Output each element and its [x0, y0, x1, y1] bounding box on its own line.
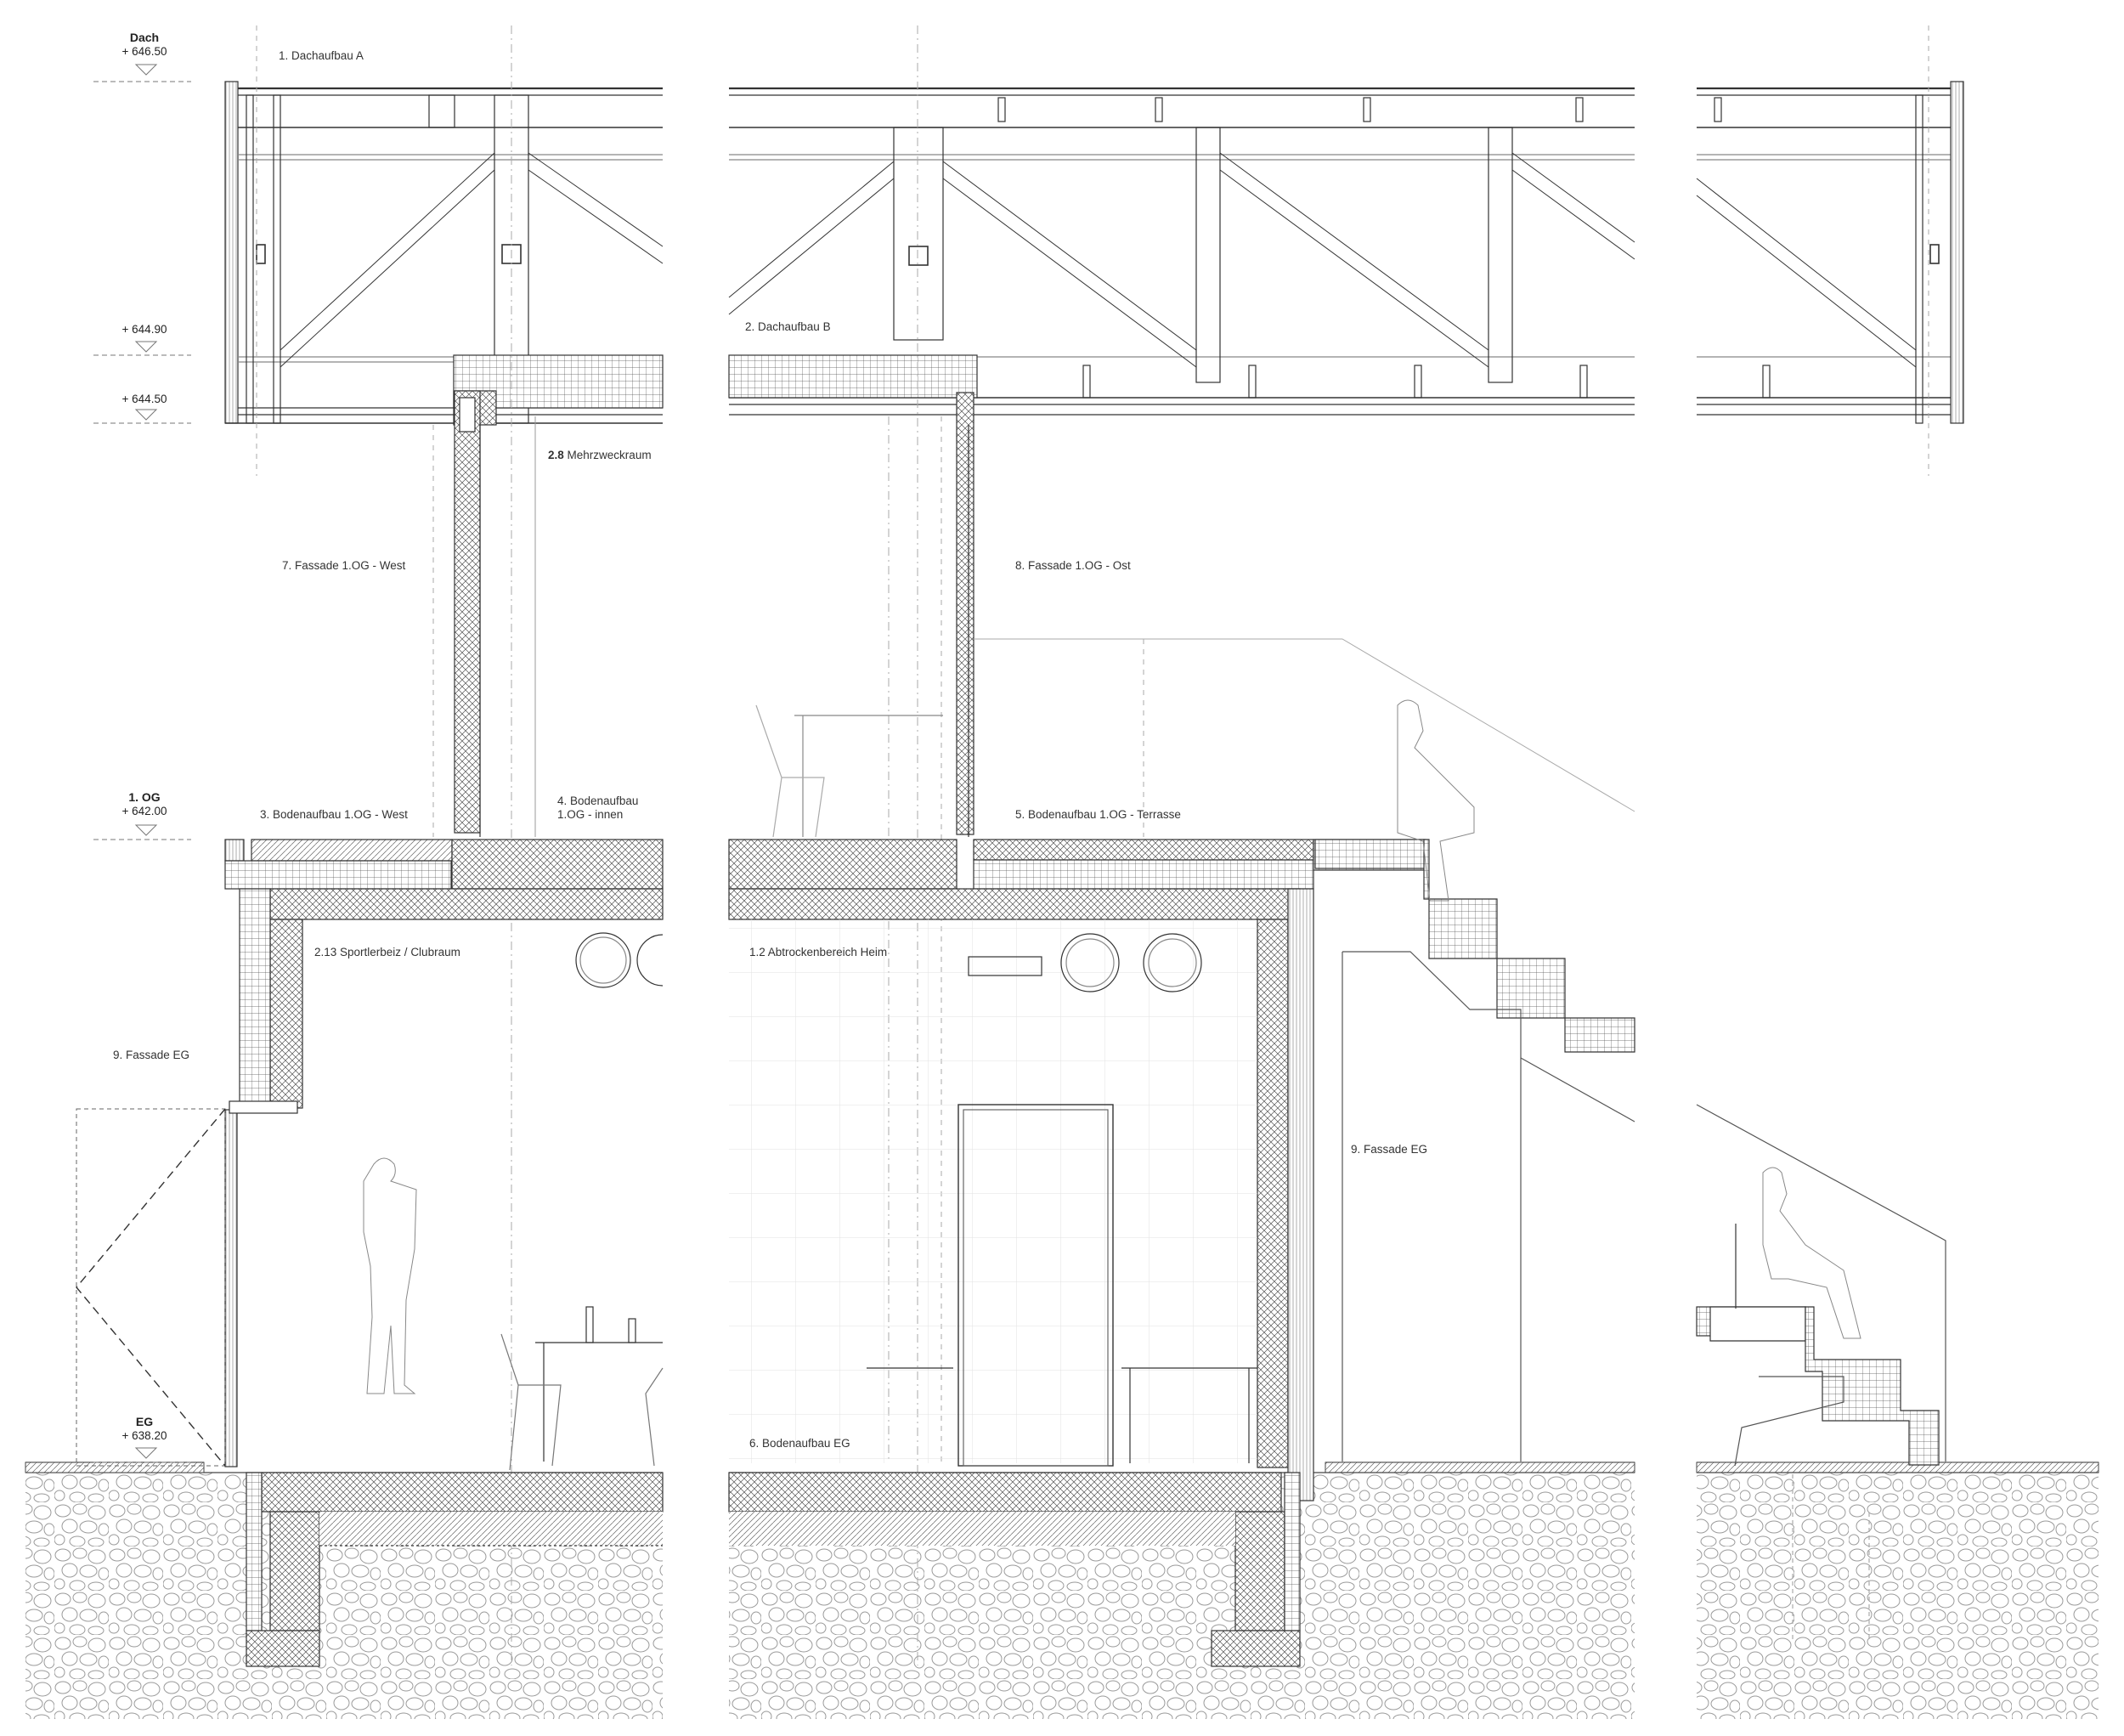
- label-mehrzweckraum: 2.8 Mehrzweckraum: [548, 449, 652, 462]
- section-west: [76, 25, 664, 1667]
- level-dach: Dach + 646.50: [110, 31, 178, 59]
- level-644-50: + 644.50: [110, 393, 178, 406]
- label-dachaufbau-a: 1. Dachaufbau A: [279, 49, 364, 62]
- level-eg-name: EG: [135, 1415, 154, 1428]
- roof-purlins: [997, 97, 1588, 399]
- label-boden-og-west: 3. Bodenaufbau 1.OG - West: [260, 808, 408, 821]
- level-1og-value: + 642.00: [121, 804, 167, 817]
- level-1og-name: 1. OG: [128, 790, 161, 804]
- label-fassade-eg-ost: 9. Fassade EG: [1351, 1143, 1428, 1156]
- level-dach-name: Dach: [129, 31, 160, 44]
- level-644-90-value: + 644.90: [121, 323, 167, 336]
- label-boden-og-terrasse: 5. Bodenaufbau 1.OG - Terrasse: [1015, 808, 1181, 821]
- label-fassade-eg-west: 9. Fassade EG: [113, 1049, 190, 1061]
- level-644-90: + 644.90: [110, 323, 178, 336]
- level-1og: 1. OG + 642.00: [110, 790, 178, 818]
- label-boden-og-innen-line2: 1.OG - innen: [557, 807, 624, 821]
- level-eg: EG + 638.20: [110, 1415, 178, 1443]
- level-eg-value: + 638.20: [121, 1428, 167, 1442]
- label-abtrockenbereich: 1.2 Abtrockenbereich Heim: [749, 946, 888, 958]
- label-boden-og-innen-line1: 4. Bodenaufbau: [557, 794, 639, 807]
- label-sportlerbeiz: 2.13 Sportlerbeiz / Clubraum: [314, 946, 460, 958]
- level-dach-value: + 646.50: [121, 44, 167, 58]
- label-fassade-og-west: 7. Fassade 1.OG - West: [282, 559, 406, 572]
- level-644-50-value: + 644.50: [121, 393, 167, 405]
- label-dachaufbau-b: 2. Dachaufbau B: [745, 320, 831, 333]
- level-markers: [93, 64, 191, 1463]
- section-east: [1696, 25, 1964, 1640]
- section-middle: [728, 25, 1635, 1667]
- label-boden-eg: 6. Bodenaufbau EG: [749, 1437, 850, 1450]
- label-fassade-og-ost: 8. Fassade 1.OG - Ost: [1015, 559, 1131, 572]
- room-number-28: 2.8: [548, 449, 564, 461]
- room-name-mehrzweckraum: Mehrzweckraum: [567, 449, 652, 461]
- label-boden-og-innen: 4. Bodenaufbau 1.OG - innen: [557, 794, 638, 821]
